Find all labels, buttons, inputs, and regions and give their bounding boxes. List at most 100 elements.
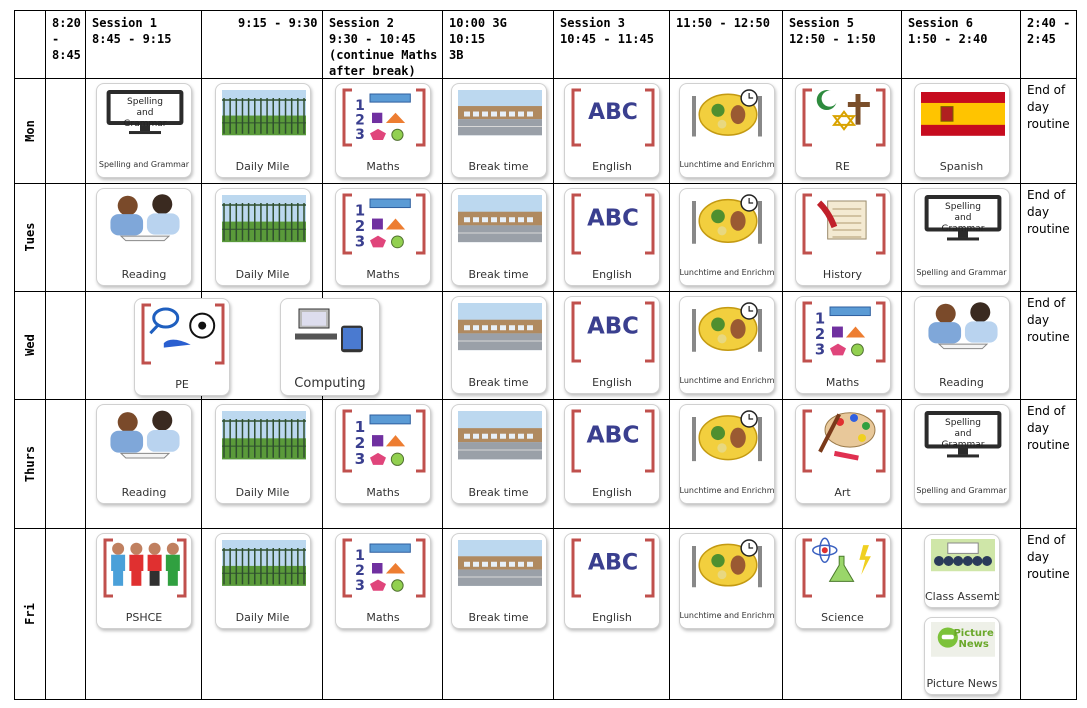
activity-label: Reading (121, 486, 167, 499)
activity-label: Spelling and Grammar (916, 486, 1007, 495)
english-icon: ABC (571, 301, 655, 363)
reading-icon (110, 410, 180, 459)
icon-text: 1 (355, 202, 365, 219)
activity-card-history: History (794, 188, 891, 286)
header-cell: 10:00 3G 10:15 3B (449, 16, 507, 62)
lunchtime-icon (691, 539, 762, 588)
break-time-icon (457, 411, 542, 460)
column-divider (901, 11, 902, 699)
activity-label: Maths (366, 611, 400, 624)
icon-text: Grammar (941, 224, 984, 234)
icon-text: ABC (586, 420, 639, 448)
activity-label: Reading (939, 376, 984, 389)
activity-card-lunchtime: Lunchtime and Enrichment (678, 296, 775, 394)
day-label: Wed (23, 334, 37, 356)
icon-text: and (954, 213, 971, 223)
break-time-icon (457, 90, 542, 136)
icon-text: Spelling (945, 418, 981, 428)
header-cell: Session 6 1:50 - 2:40 (908, 16, 988, 46)
activity-card-daily-mile: Daily Mile (214, 83, 311, 178)
maths-icon: 123 (342, 88, 426, 147)
row-divider (15, 399, 1076, 400)
activity-label: Daily Mile (235, 268, 290, 281)
history-icon (802, 193, 885, 255)
end-of-day-routine: End of day routine (1027, 83, 1070, 131)
icon-text: 1 (355, 548, 365, 564)
header-cell: 11:50 - 12:50 (676, 16, 770, 30)
re-icon (802, 88, 885, 147)
maths-icon: 123 (342, 193, 426, 255)
row-divider (15, 528, 1076, 529)
activity-card-pshce: PSHCE (96, 533, 192, 629)
icon-text: 1 (355, 98, 365, 114)
activity-label: English (592, 160, 632, 173)
activity-label: Spanish (939, 160, 984, 173)
activity-label: RE (835, 160, 850, 173)
activity-label: Science (821, 611, 864, 624)
activity-label: Lunchtime and Enrichment (679, 376, 775, 385)
pe-icon (141, 303, 225, 365)
maths-icon: 123 (802, 301, 885, 363)
header-cell: Session 5 12:50 - 1:50 (789, 16, 876, 46)
art-icon (802, 409, 885, 473)
icon-text: News (958, 639, 988, 650)
header-cell: 9:15 - 9:30 (238, 16, 318, 30)
icon-text: ABC (587, 313, 639, 339)
activity-label: Daily Mile (235, 611, 290, 624)
icon-text: 2 (355, 434, 366, 452)
activity-card-re: RE (794, 83, 891, 178)
activity-card-break-time: Break time (450, 83, 547, 178)
activity-label: Spelling and Grammar (98, 160, 190, 169)
icon-text: Spelling (945, 202, 981, 212)
activity-card-computing: Computing (280, 298, 380, 396)
header-cell: Session 1 8:45 - 9:15 (92, 16, 172, 46)
daily-mile-icon (221, 90, 306, 136)
maths-icon: 123 (342, 538, 426, 598)
activity-label: Break time (468, 611, 529, 624)
class-assembly-icon (931, 539, 995, 572)
icon-text: ABC (587, 205, 639, 231)
icon-text: 1 (814, 310, 824, 327)
english-icon: ABC (571, 193, 655, 255)
activity-card-english: ABC English (564, 296, 660, 394)
activity-card-lunchtime: Lunchtime and Enrichment (678, 404, 775, 504)
icon-text: 3 (814, 342, 824, 359)
activity-label: Picture News (926, 677, 998, 690)
activity-label: English (592, 268, 632, 281)
row-divider (15, 78, 1076, 79)
activity-label: English (592, 376, 632, 389)
lunchtime-icon (691, 410, 762, 462)
row-divider (15, 291, 1076, 292)
day-label: Fri (23, 603, 37, 625)
maths-icon: 123 (342, 409, 426, 473)
pshce-icon (103, 538, 187, 598)
end-of-day-routine: End of day routine (1027, 296, 1070, 344)
icon-text: Spelling (127, 97, 163, 107)
activity-card-break-time: Break time (450, 404, 547, 504)
activity-label: Spelling and Grammar (916, 268, 1007, 277)
lunchtime-icon (691, 302, 762, 352)
end-of-day-routine: End of day routine (1027, 404, 1070, 452)
icon-text: Grammar (941, 440, 984, 450)
activity-label: Class Assembly (925, 590, 1000, 603)
icon-text: 3 (355, 450, 366, 468)
icon-text: 2 (814, 326, 824, 343)
english-icon: ABC (571, 409, 655, 473)
activity-label: Maths (366, 486, 400, 499)
activity-card-art: Art (794, 404, 891, 504)
activity-card-lunchtime: Lunchtime and Enrichment (678, 83, 775, 178)
icon-text: Picture (953, 628, 994, 639)
activity-card-reading: Reading (96, 404, 192, 504)
activity-label: History (822, 268, 863, 281)
day-label: Mon (23, 119, 37, 142)
